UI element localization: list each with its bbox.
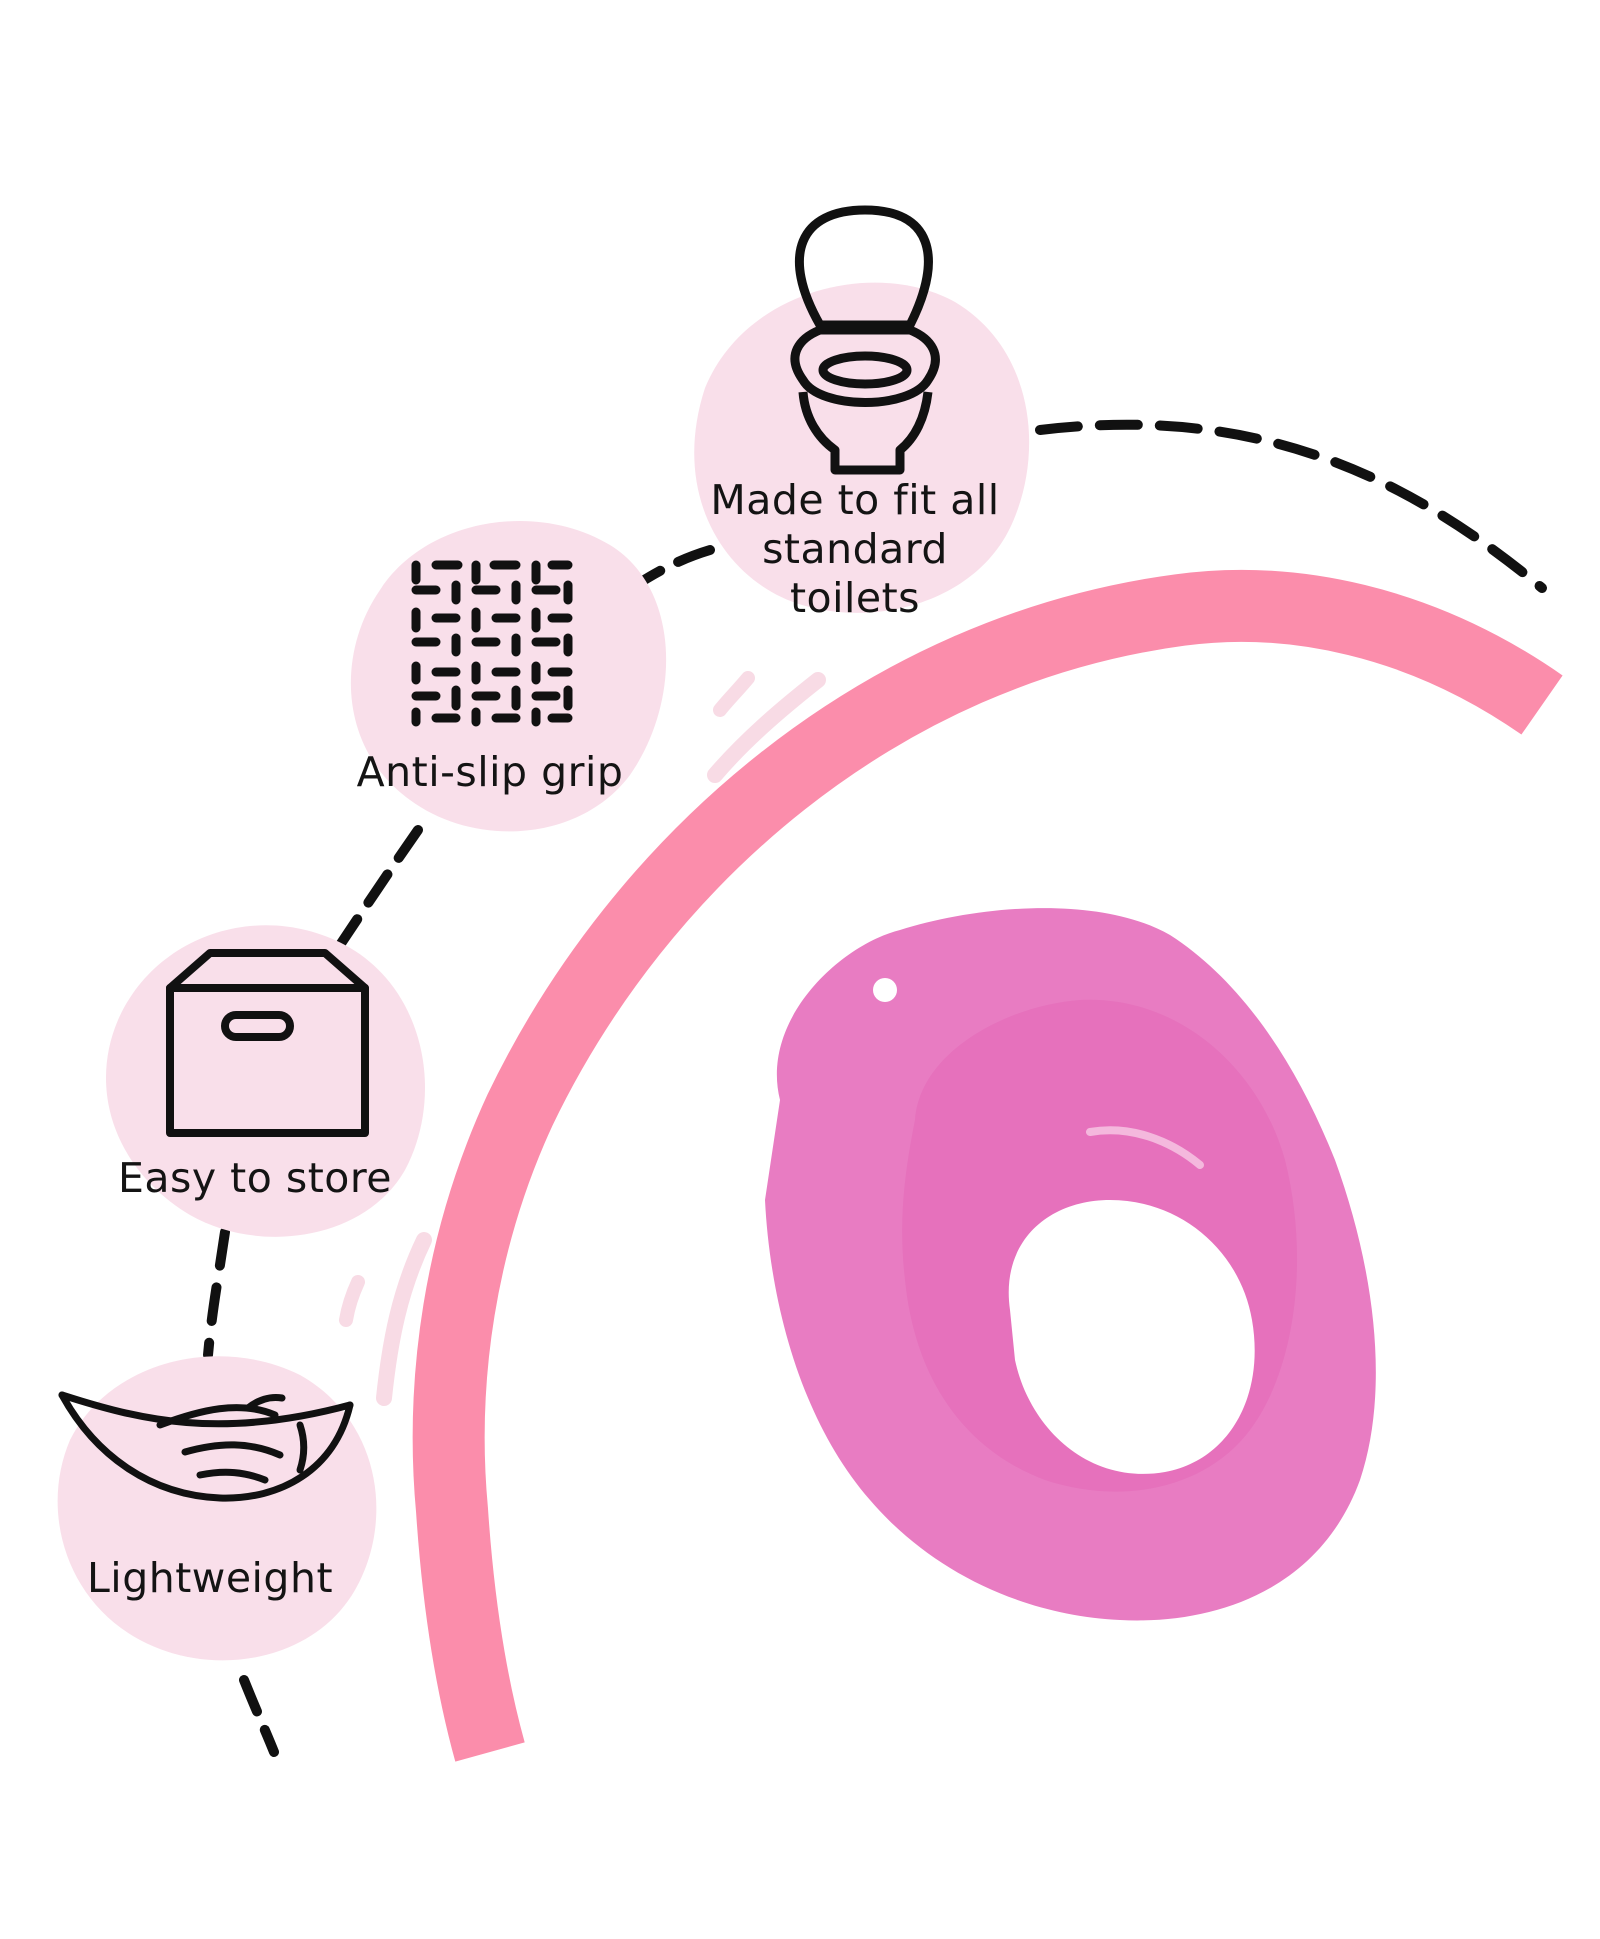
- feature-label-light: Lightweight: [86, 1554, 334, 1602]
- feather-icon: [58, 1391, 354, 1502]
- dashed-connector-arc-middle: [325, 825, 423, 965]
- dashed-connector-arc-bottom: [239, 1675, 279, 1757]
- pink-ring-arc: [412, 569, 1563, 1762]
- potty-seat-hole: [1008, 1200, 1255, 1474]
- dashed-connector-arc: [1035, 419, 1547, 593]
- dashed-connector-arc-lower: [203, 1227, 230, 1360]
- potty-seat-highlight: [1086, 1126, 1204, 1169]
- feature-blob-light: [57, 1356, 377, 1661]
- feature-label-fit: Made to fit all standard toilets: [710, 476, 1000, 622]
- decorative-sparks-upper: [707, 671, 826, 783]
- potty-seat-hang-hole: [873, 978, 897, 1002]
- potty-seat-image: [765, 908, 1376, 1621]
- storage-box-icon: [166, 949, 369, 1137]
- feature-label-store: Easy to store: [117, 1154, 393, 1202]
- feature-blob-fit: [694, 282, 1030, 613]
- feature-blob-store: [105, 925, 426, 1237]
- decorative-sparks-lower: [339, 1232, 432, 1406]
- feature-label-grip: Anti-slip grip: [356, 748, 624, 796]
- grip-texture-icon: [411, 560, 573, 727]
- toilet-icon: [790, 205, 940, 475]
